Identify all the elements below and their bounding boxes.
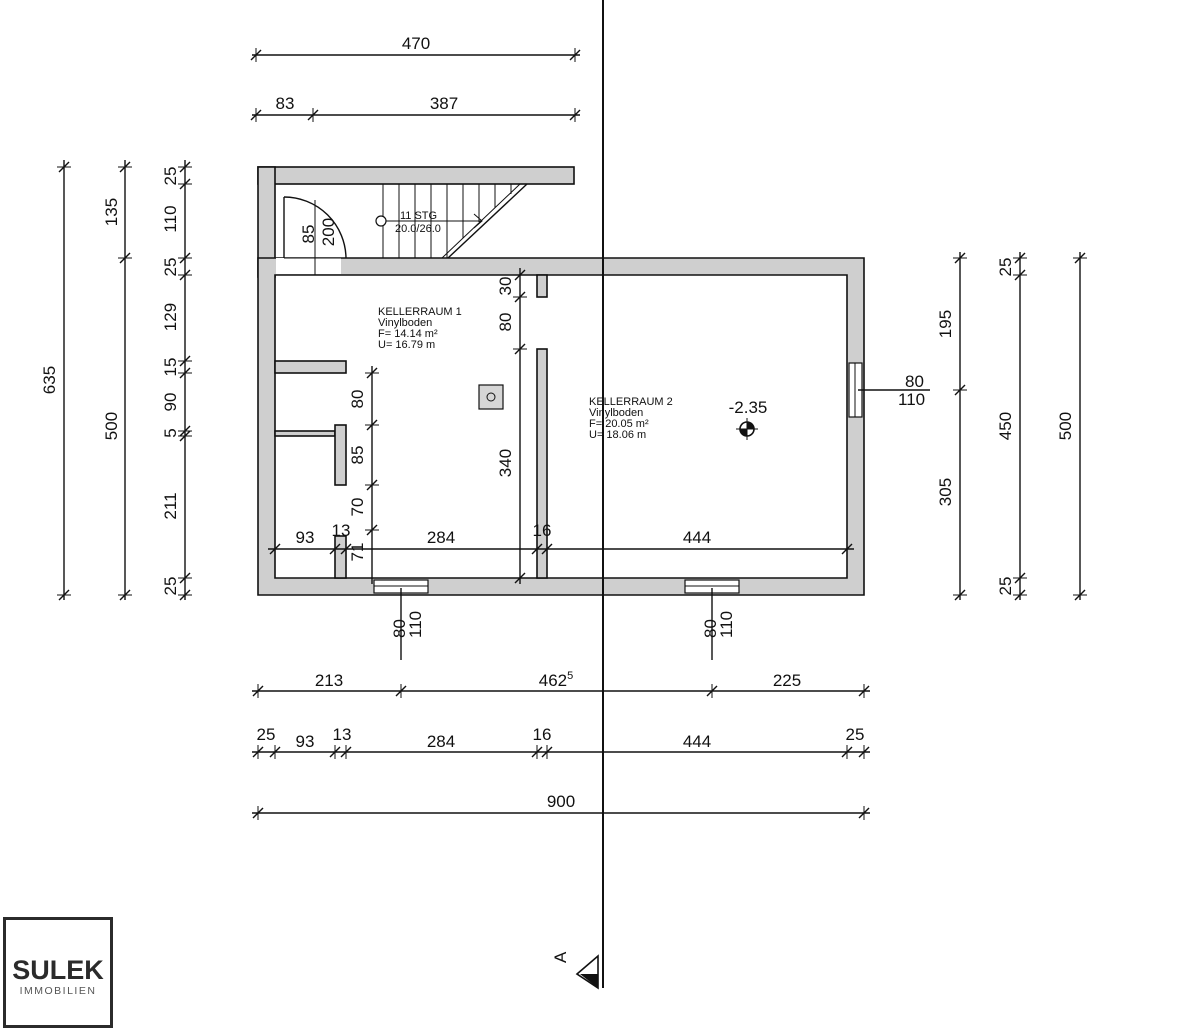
- dim-left-90: 90: [161, 393, 180, 412]
- bottom-dimensions: 213 4625 225 25 93 13 284 16 444 25 900: [252, 670, 870, 821]
- dim-right-25a: 25: [996, 258, 1015, 277]
- dim-305: 305: [936, 478, 955, 506]
- dim-450: 450: [996, 412, 1015, 440]
- room-2-label: KELLERRAUM 2 Vinylboden F= 20.05 m² U= 1…: [589, 396, 673, 441]
- dim-900: 900: [547, 792, 575, 811]
- window-bottom-2-width: 80: [701, 619, 720, 638]
- dim-int-93: 93: [296, 528, 315, 547]
- dim-bot-16: 16: [533, 725, 552, 744]
- dim-195: 195: [936, 310, 955, 338]
- window-bottom-1-width: 80: [390, 619, 409, 638]
- dim-bot-444: 444: [683, 732, 711, 751]
- dim-int-16: 16: [533, 521, 552, 540]
- dim-225: 225: [773, 671, 801, 690]
- dim-int-13: 13: [332, 521, 351, 540]
- dim-500-left: 500: [102, 412, 121, 440]
- dim-left-25a: 25: [161, 167, 180, 186]
- room-1-perimeter: U= 16.79 m: [378, 339, 435, 351]
- dim-71: 71: [348, 543, 367, 562]
- stair-steps-label: 11 STG: [400, 210, 437, 222]
- dim-30: 30: [496, 277, 515, 296]
- door-width-label: 85: [299, 225, 318, 244]
- window-right-width: 80: [905, 372, 924, 391]
- dim-470: 470: [402, 34, 430, 53]
- window-right: 80 110: [848, 362, 930, 418]
- walls: [257, 166, 865, 596]
- dim-83: 83: [276, 94, 295, 113]
- dim-left-110: 110: [161, 205, 180, 232]
- sulek-logo: SULEK IMMOBILIEN: [3, 917, 113, 1028]
- dim-left-25b: 25: [161, 258, 180, 277]
- dim-85: 85: [348, 446, 367, 465]
- window-bottom-2: 80 110: [684, 579, 740, 660]
- dim-387: 387: [430, 94, 458, 113]
- dim-bot-25a: 25: [257, 725, 276, 744]
- dim-80-a: 80: [496, 313, 515, 332]
- window-bottom-2-height: 110: [717, 611, 736, 638]
- logo-sub-text: IMMOBILIEN: [19, 985, 97, 997]
- dim-80-b: 80: [348, 390, 367, 409]
- room-1-area: F= 14.14 m²: [378, 328, 438, 340]
- dim-left-5: 5: [161, 428, 180, 437]
- dim-213: 213: [315, 671, 343, 690]
- dim-left-25c: 25: [161, 577, 180, 596]
- dim-bot-25b: 25: [846, 725, 865, 744]
- left-dimensions: 635 135 500 25 110 25 129 15 90 5 211 25: [40, 160, 193, 601]
- interior-dimensions: 30 80 340 80 85 70 71 93 13 284 16 444: [268, 268, 854, 584]
- dim-340: 340: [496, 449, 515, 477]
- room-1-floor: Vinylboden: [378, 317, 432, 329]
- window-right-height: 110: [898, 390, 925, 409]
- dim-635: 635: [40, 366, 59, 394]
- right-dimensions: 195 305 25 450 25 500: [936, 252, 1088, 601]
- stairs: 11 STG 20.0/26.0: [375, 183, 528, 259]
- dim-462: 4625: [539, 670, 574, 690]
- dim-left-129: 129: [161, 303, 180, 331]
- dim-70: 70: [348, 498, 367, 517]
- dim-int-284: 284: [427, 528, 455, 547]
- dim-right-25b: 25: [996, 577, 1015, 596]
- room-2-name: KELLERRAUM 2: [589, 396, 673, 408]
- dim-left-211: 211: [161, 492, 180, 519]
- dim-bot-13: 13: [333, 725, 352, 744]
- dim-left-15: 15: [161, 358, 180, 377]
- dim-bot-284: 284: [427, 732, 455, 751]
- room-1-name: KELLERRAUM 1: [378, 306, 462, 318]
- section-line: A: [551, 0, 604, 990]
- section-marker-label: A: [551, 951, 570, 963]
- logo-main-text: SULEK: [12, 955, 104, 985]
- door-height-label: 200: [319, 218, 338, 246]
- level-marker: -2.35: [729, 398, 768, 440]
- level-label: -2.35: [729, 398, 768, 417]
- room-1-label: KELLERRAUM 1 Vinylboden F= 14.14 m² U= 1…: [378, 306, 462, 351]
- window-bottom-1: 80 110: [373, 579, 429, 660]
- stair-door: 85 200: [283, 196, 347, 275]
- dim-int-444: 444: [683, 528, 711, 547]
- dim-bot-93: 93: [296, 732, 315, 751]
- stair-ratio-label: 20.0/26.0: [395, 223, 441, 235]
- shaft: [478, 384, 504, 410]
- dim-500-right: 500: [1056, 412, 1075, 440]
- room-2-perimeter: U= 18.06 m: [589, 429, 646, 441]
- top-dimensions: 470 83 387: [250, 34, 581, 123]
- dim-135: 135: [102, 198, 121, 226]
- window-bottom-1-height: 110: [406, 611, 425, 638]
